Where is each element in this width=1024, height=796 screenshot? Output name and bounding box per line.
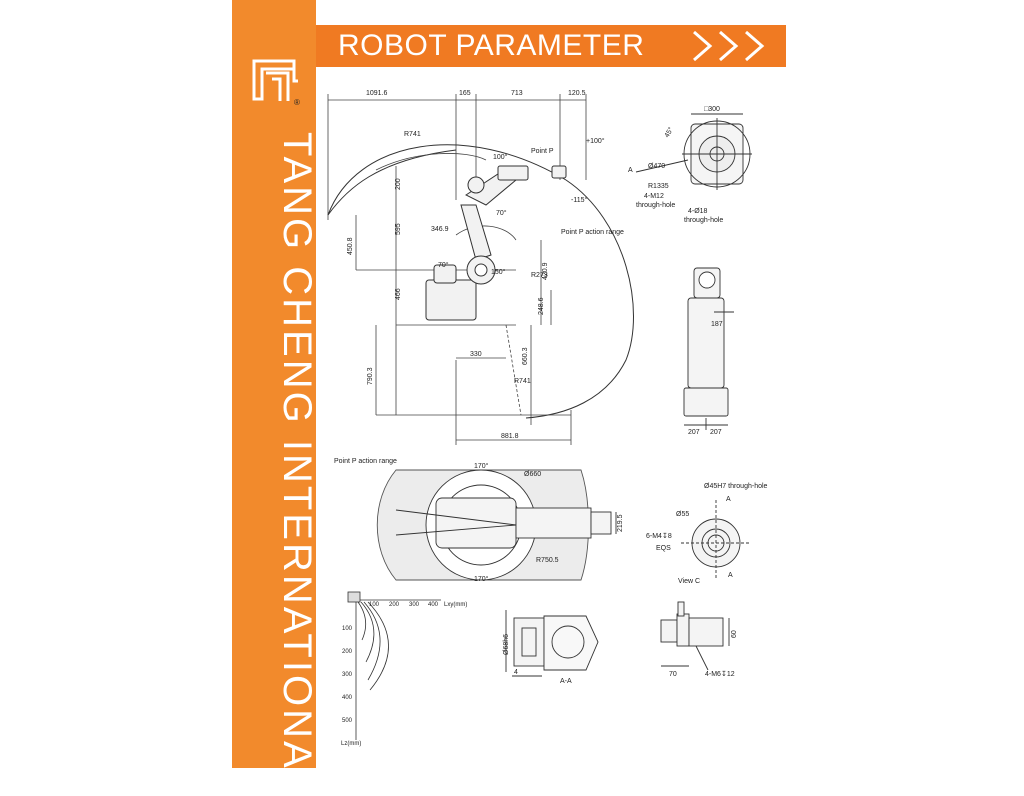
dim-660-3: 660.3 (522, 347, 529, 365)
label-r273: R273 (531, 272, 548, 279)
y-axis-label: Lz(mm) (341, 741, 361, 747)
label-170-bottom: 170° (474, 575, 489, 583)
dim-200: 200 (395, 178, 402, 190)
x-tick-400: 400 (428, 602, 439, 608)
label-action-range-side: Point P action range (561, 229, 624, 236)
label-m12-note: through-hole (636, 202, 675, 209)
label-section-aa: A-A (560, 678, 572, 685)
x-tick-100: 100 (369, 602, 380, 608)
label-minus115: -115° (571, 196, 587, 204)
label-action-range-top: Point P action range (334, 458, 397, 465)
top-view (376, 469, 617, 581)
dim-165: 165 (459, 90, 471, 97)
label-45: 45° (663, 126, 675, 139)
label-arrow-a: A (628, 167, 633, 174)
label-r750-5: R750.5 (536, 557, 559, 564)
technical-drawing: 1091.6 165 713 120.5 R741 +100° 100° Poi… (327, 90, 768, 747)
x-tick-300: 300 (409, 602, 420, 608)
label-170-top: 170° (474, 462, 489, 470)
dim-790-3: 790.3 (367, 367, 374, 385)
label-r741-lower: R741 (514, 378, 531, 385)
dim-60: 60 (731, 630, 738, 638)
brand-vertical-name: TANG CHENG INTERNATIONAL (275, 132, 319, 796)
left-margin (0, 0, 232, 768)
registered-mark: ® (294, 98, 300, 107)
dim-330: 330 (470, 351, 482, 358)
label-70-lower: 70° (438, 261, 449, 269)
view-c (681, 500, 751, 580)
label-holes-18-note: through-hole (684, 217, 723, 224)
header-bar (316, 25, 786, 67)
label-dia-55: Ø55 (676, 511, 689, 518)
label-dia-68h6: Ø68h6 (503, 634, 510, 655)
dim-420-9: 420.9 (542, 262, 549, 280)
tang-cheng-logo-icon: ® (252, 59, 300, 107)
label-150: 150° (491, 268, 506, 276)
label-m6: 4-M6↧12 (705, 670, 735, 678)
label-plus100: +100° (586, 137, 605, 145)
dim-713: 713 (511, 90, 523, 97)
label-r741-top: R741 (404, 131, 421, 138)
dim-346-9: 346.9 (431, 226, 449, 233)
label-m12: 4-M12 (644, 193, 664, 200)
flange-view (635, 113, 752, 190)
label-view-c: View C (678, 578, 700, 585)
label-point-p: Point P (531, 148, 554, 155)
dim-70: 70 (669, 671, 677, 678)
dim-450-8: 450.8 (347, 237, 354, 255)
label-dia-470: Ø470 (648, 163, 665, 170)
right-side-view (683, 267, 734, 430)
dim-595: 595 (395, 223, 402, 235)
brand-sidebar (232, 0, 316, 768)
dim-187: 187 (711, 321, 723, 328)
label-square-300: □300 (704, 106, 720, 113)
right-margin (792, 0, 1024, 768)
dim-207-left: 207 (688, 429, 700, 436)
robot-arm-side (425, 165, 567, 321)
label-dia-660: Ø660 (524, 471, 541, 478)
dim-466: 466 (395, 288, 402, 300)
section-aa (505, 610, 599, 677)
y-tick-400: 400 (342, 695, 353, 701)
label-arrow-a-top: A (726, 496, 731, 503)
load-chart (347, 591, 441, 740)
label-holes-18: 4-Ø18 (688, 208, 708, 215)
x-tick-200: 200 (389, 602, 400, 608)
label-r1335: R1335 (648, 183, 669, 190)
y-tick-300: 300 (342, 672, 353, 678)
label-100: 100° (493, 153, 508, 161)
label-m4: 6-M4↧8 (646, 532, 672, 540)
wrist-side-view (660, 601, 730, 671)
dim-881-8: 881.8 (501, 433, 519, 440)
dim-219-5: 219.5 (617, 514, 624, 532)
dim-207-right: 207 (710, 429, 722, 436)
y-tick-200: 200 (342, 649, 353, 655)
triple-chevron-right-icon (693, 30, 765, 62)
y-tick-500: 500 (342, 718, 353, 724)
dim-4: 4 (514, 669, 518, 676)
dim-1091-6: 1091.6 (366, 90, 388, 97)
label-eqs: EQS (656, 545, 671, 552)
dim-248-6: 248.6 (538, 297, 545, 315)
page-title: ROBOT PARAMETER (338, 29, 645, 62)
label-arrow-a-bottom: A (728, 572, 733, 579)
y-tick-100: 100 (342, 626, 353, 632)
label-70-upper: 70° (496, 209, 507, 217)
x-axis-label: Lxy(mm) (444, 602, 467, 608)
dim-120-5: 120.5 (568, 90, 586, 97)
label-through-hole: Ø45H7 through-hole (704, 483, 768, 490)
